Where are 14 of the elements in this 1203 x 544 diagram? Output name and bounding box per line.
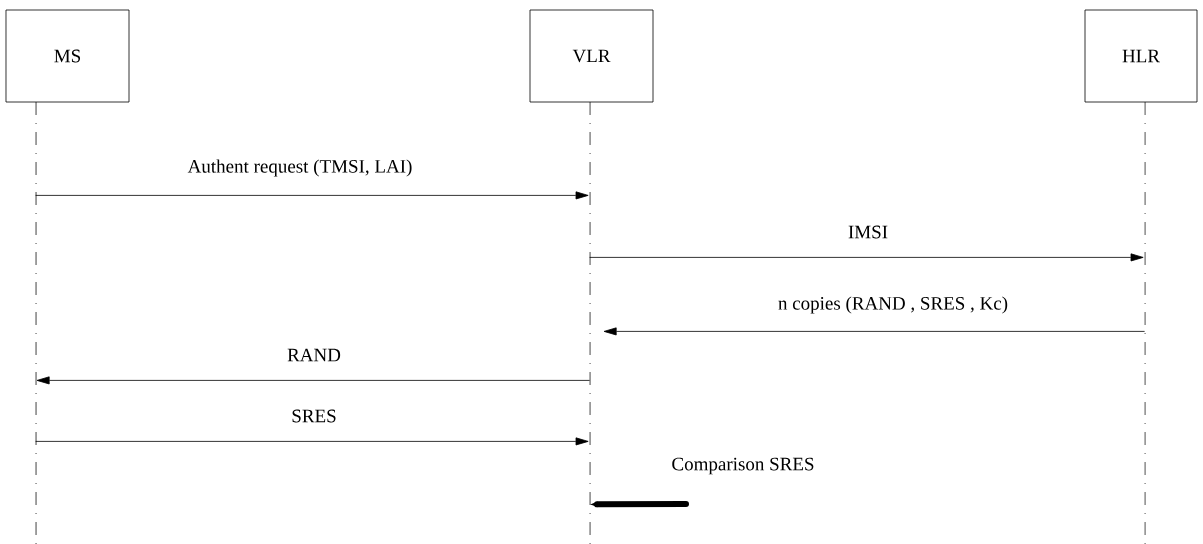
edge-label: IMSI [848, 225, 888, 239]
participant-box: MS [5, 9, 130, 103]
arrow [36, 376, 590, 385]
participant-box: VLR [529, 9, 654, 103]
edge-label: n copies (RAND , SRES , Kc) [778, 296, 1008, 314]
arrow [589, 253, 1144, 262]
arrow [35, 191, 589, 200]
edge-label: Comparison SRES [672, 457, 814, 475]
participant-box: HLR [1084, 9, 1198, 103]
arrow [35, 437, 589, 446]
edge-label: RAND [287, 348, 341, 362]
arrow [603, 327, 1145, 336]
edge-label: SRES [292, 409, 336, 423]
edge-label: Authent request (TMSI, LAI) [187, 159, 412, 177]
